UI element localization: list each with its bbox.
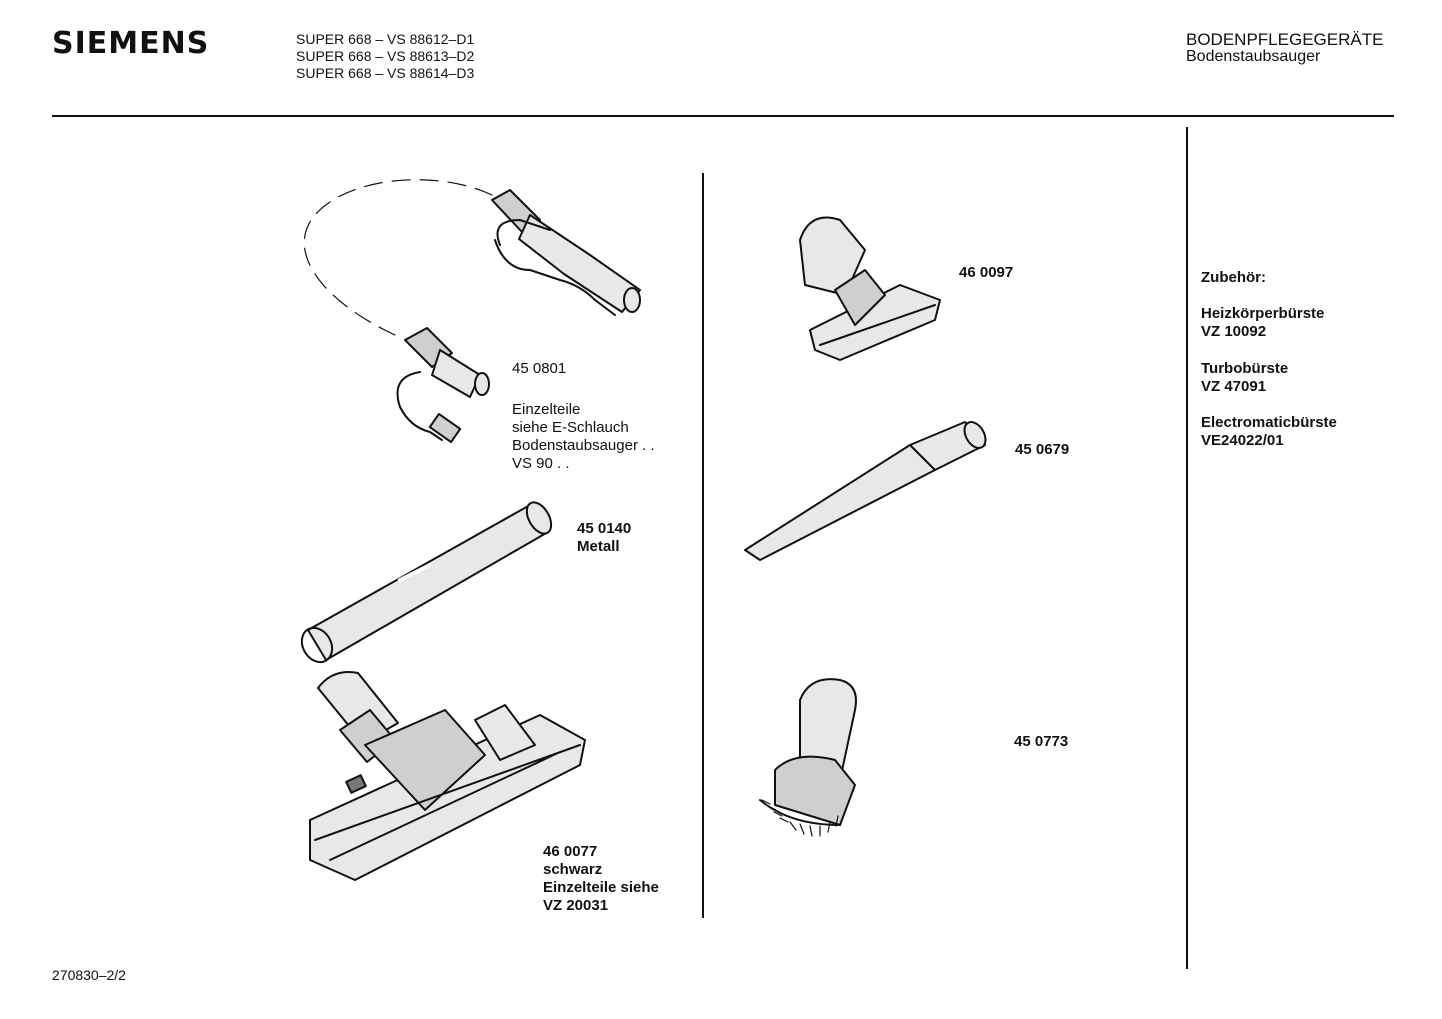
accessory-code: VZ 10092 (1201, 323, 1267, 340)
tube-part-number: 45 0140 (577, 520, 632, 537)
category-heading: BODENPFLEGEGERÄTE Bodenstaubsauger (1186, 31, 1383, 65)
accessory-item: Turbobürste VZ 47091 (1201, 360, 1288, 396)
floor-nozzle-part-number: 46 0077 (543, 843, 598, 860)
document-id: 270830–2/2 (52, 967, 126, 983)
dusting-brush-part-number: 45 0773 (1014, 733, 1069, 750)
accessory-code: VZ 47091 (1201, 378, 1267, 395)
model-list: SUPER 668 – VS 88612–D1 SUPER 668 – VS 8… (296, 31, 474, 82)
header-divider (52, 115, 1394, 117)
accessory-name: Electromaticbürste (1201, 414, 1337, 431)
accessory-name: Turbobürste (1201, 360, 1289, 377)
crevice-nozzle-part-number: 45 0679 (1015, 441, 1070, 458)
model-line: SUPER 668 – VS 88612–D1 (296, 31, 475, 47)
dusting-brush-drawing (759, 678, 857, 837)
category-subtitle: Bodenstaubsauger (1186, 48, 1321, 65)
upholstery-nozzle-part-number: 46 0097 (959, 264, 1014, 281)
brand-logo: SIEMENS (52, 26, 210, 61)
accessory-code: VE24022/01 (1201, 432, 1284, 449)
hose-note-line: Einzelteile (512, 401, 581, 418)
category-title: BODENPFLEGEGERÄTE (1186, 30, 1384, 49)
accessory-divider (1186, 127, 1188, 969)
column-divider (702, 173, 704, 918)
floor-nozzle-drawing (309, 671, 586, 881)
hose-note-line: VS 90 . . (512, 455, 570, 472)
floor-nozzle-note-line: schwarz (543, 861, 603, 878)
accessory-item: Heizkörperbürste VZ 10092 (1201, 305, 1324, 341)
accessory-item: Electromaticbürste VE24022/01 (1201, 414, 1337, 450)
floor-nozzle-note-line: VZ 20031 (543, 897, 609, 914)
hose-note-line: Bodenstaubsauger . . (512, 437, 655, 454)
accessories-title: Zubehör: (1201, 269, 1266, 286)
hose-note: Einzelteile siehe E-Schlauch Bodenstaubs… (512, 401, 655, 473)
accessory-name: Heizkörperbürste (1201, 305, 1325, 322)
hose-drawing (303, 179, 641, 444)
crevice-nozzle-drawing (744, 421, 987, 561)
tube-part: 45 0140 Metall (577, 520, 631, 556)
upholstery-nozzle-drawing (799, 216, 941, 361)
model-line: SUPER 668 – VS 88613–D2 (296, 48, 475, 64)
hose-part-number: 45 0801 (512, 360, 567, 377)
floor-nozzle-note-line: Einzelteile siehe (543, 879, 659, 896)
tube-note: Metall (577, 538, 620, 555)
tube-drawing (300, 501, 553, 664)
hose-note-line: siehe E-Schlauch (512, 419, 629, 436)
model-line: SUPER 668 – VS 88614–D3 (296, 65, 475, 81)
floor-nozzle-part: 46 0077 schwarz Einzelteile siehe VZ 200… (543, 843, 659, 915)
